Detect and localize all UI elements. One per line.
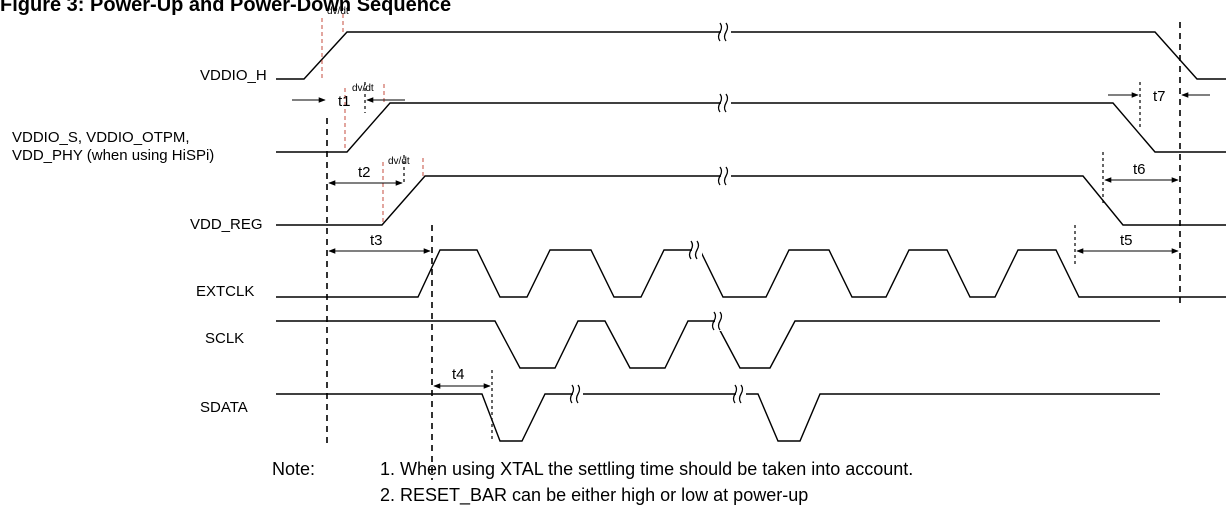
dvdt-label-vdd-reg: dv/dt xyxy=(388,156,410,167)
sdata-waveform xyxy=(276,393,1160,442)
t2-label: t2 xyxy=(358,164,371,181)
vddio-s-label-line2: VDD_PHY (when using HiSPi) xyxy=(12,147,214,164)
dvdt-label-vddio-s: dv/dt xyxy=(352,83,374,94)
t1-label: t1 xyxy=(338,93,351,110)
sdata-label: SDATA xyxy=(200,399,248,416)
vdd-reg-label: VDD_REG xyxy=(190,216,263,233)
note-2: 2. RESET_BAR can be either high or low a… xyxy=(380,485,808,506)
t3-label: t3 xyxy=(370,232,383,249)
figure-title: Figure 3: Power-Up and Power-Down Sequen… xyxy=(0,0,451,16)
break-marks xyxy=(569,22,746,404)
note-label: Note: xyxy=(272,459,315,479)
t5-label: t5 xyxy=(1120,232,1133,249)
t4-label: t4 xyxy=(452,366,465,383)
extclk-waveform xyxy=(276,249,1226,298)
vdd-reg-waveform xyxy=(276,175,1226,226)
t6-label: t6 xyxy=(1133,161,1146,178)
extclk-label: EXTCLK xyxy=(196,283,254,300)
dvdt-label-vddio-h: dv/dt xyxy=(327,6,349,17)
vddio-h-waveform xyxy=(276,31,1226,80)
vddio-h-label: VDDIO_H xyxy=(200,67,267,84)
sclk-waveform xyxy=(276,320,1160,369)
t7-label: t7 xyxy=(1153,88,1166,105)
sclk-label: SCLK xyxy=(205,330,244,347)
dvdt-markers xyxy=(321,14,424,223)
vddio-s-label-line1: VDDIO_S, VDDIO_OTPM, xyxy=(12,129,190,146)
vddio-s-waveform xyxy=(276,102,1226,153)
note-1: 1. When using XTAL the settling time sho… xyxy=(380,459,913,479)
